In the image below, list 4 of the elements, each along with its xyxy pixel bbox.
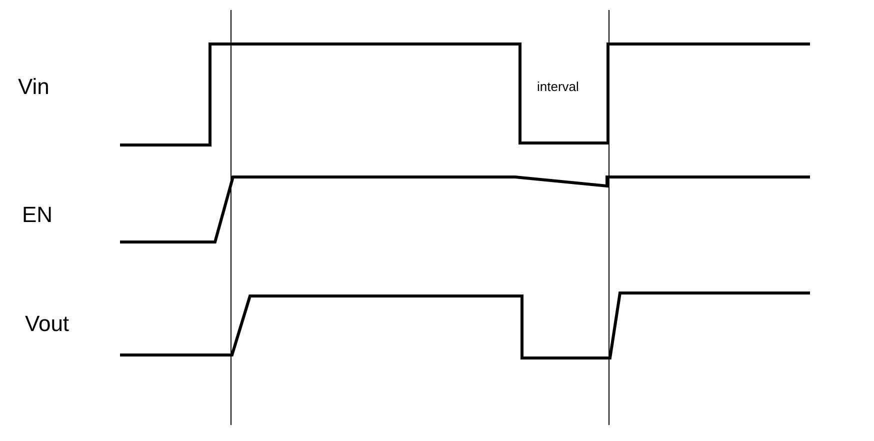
signal-name: Vin (18, 76, 50, 98)
signal-name: Vout (25, 313, 70, 335)
signal-name: EN (22, 204, 53, 226)
interval-label: interval (537, 80, 579, 93)
